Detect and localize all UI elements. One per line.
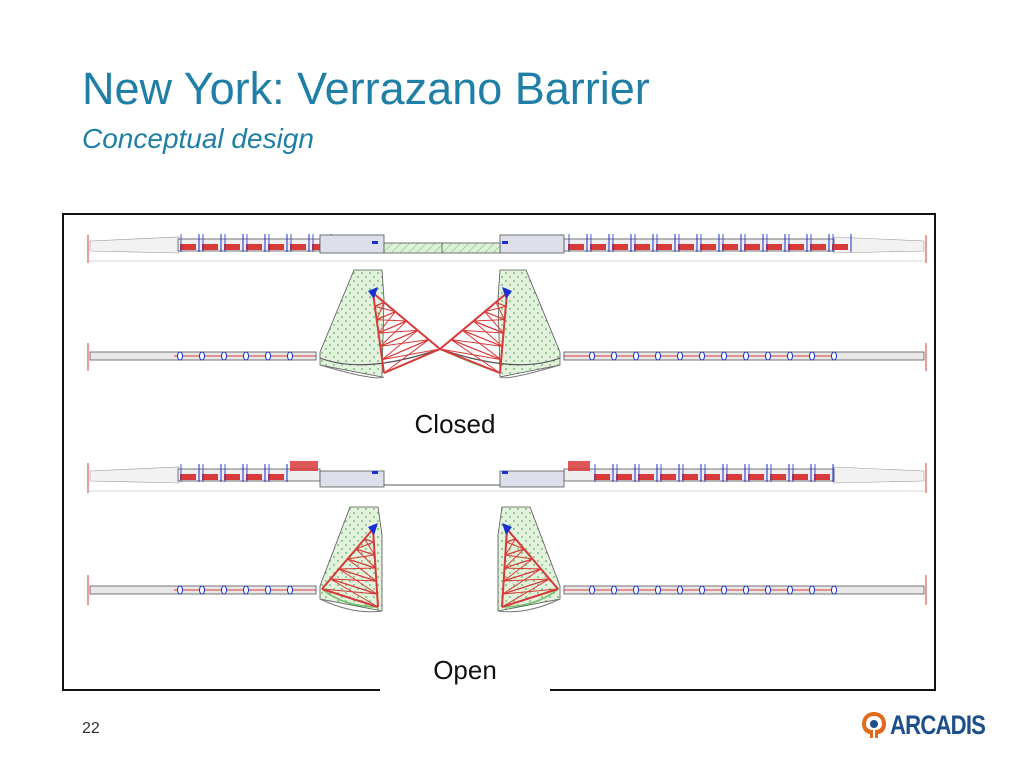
open-plan-view — [87, 506, 927, 613]
left-gate-dock — [319, 269, 385, 378]
left-gate-dock-open — [319, 506, 383, 612]
left-dike-caissons-open — [180, 464, 288, 482]
barrier-drawing — [87, 234, 927, 613]
page-subtitle: Conceptual design — [82, 123, 314, 154]
right-pivot-joint — [502, 287, 512, 299]
closed-state-label: Closed — [370, 401, 540, 445]
left-gate-truss-open — [321, 528, 379, 608]
right-gate-truss — [439, 292, 508, 374]
right-gate-dock-open — [497, 506, 561, 612]
arcadis-logo: ARCADIS — [860, 706, 990, 742]
right-gate-truss-open — [501, 528, 559, 608]
arcadis-logo-icon — [862, 712, 886, 738]
closed-plan-view — [87, 269, 927, 379]
page-number: 22 — [82, 720, 100, 737]
right-dike-piers-open — [589, 585, 837, 595]
closed-elevation-view — [87, 234, 927, 263]
right-dike-caissons-open — [594, 464, 834, 482]
open-state-label: Open — [380, 651, 550, 693]
open-elevation-view — [87, 461, 927, 493]
barrier-diagram: Closed Open — [62, 213, 936, 693]
left-dike-piers — [177, 351, 293, 361]
page-title: New York: Verrazano Barrier — [82, 63, 650, 114]
right-dike-caissons — [568, 234, 852, 252]
right-pivot-joint-open — [502, 523, 512, 535]
left-dike-piers-open — [177, 585, 293, 595]
right-dike-piers — [589, 351, 837, 361]
left-pivot-joint-open — [368, 523, 378, 535]
left-pivot-joint — [368, 287, 378, 299]
logo-text: ARCADIS — [890, 710, 986, 740]
left-gate-truss — [372, 292, 441, 374]
